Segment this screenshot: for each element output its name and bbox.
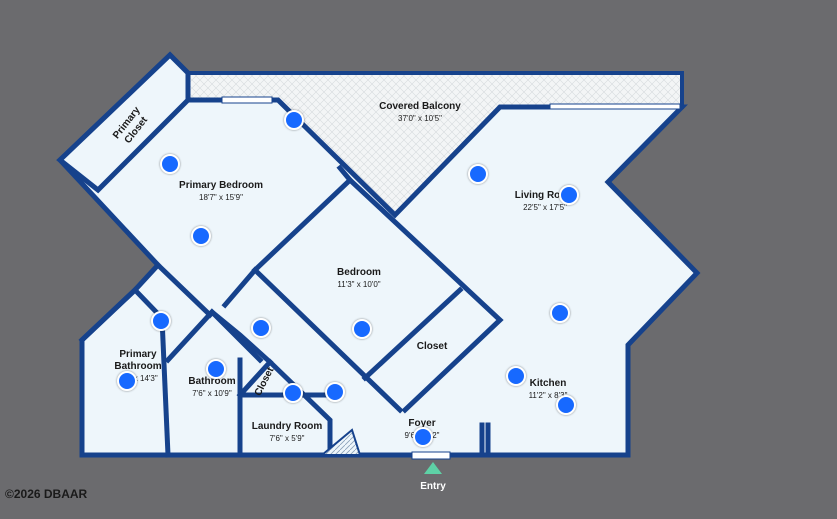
primary-closet-walls [56,51,191,194]
hotspot-primary-bedroom-2[interactable] [191,226,211,246]
hotspot-bedroom[interactable] [352,319,372,339]
hotspot-primary-bath-1[interactable] [151,311,171,331]
hotspot-primary-bath-2[interactable] [117,371,137,391]
entry-arrow-icon [424,462,442,474]
hotspot-laundry[interactable] [325,382,345,402]
hotspot-bathroom[interactable] [206,359,226,379]
hotspot-foyer[interactable] [413,427,433,447]
hotspot-living-room-2[interactable] [559,185,579,205]
hotspot-kitchen-2[interactable] [556,395,576,415]
hotspot-closet-hall[interactable] [283,383,303,403]
hotspot-hall[interactable] [251,318,271,338]
hotspot-balcony[interactable] [284,110,304,130]
hotspot-primary-bedroom-1[interactable] [160,154,180,174]
hotspot-kitchen-1[interactable] [506,366,526,386]
hotspot-living-room-1[interactable] [468,164,488,184]
copyright-text: ©2026 DBAAR [5,487,88,501]
label-closet-bedroom: Closet [416,341,448,352]
hotspot-living-room-3[interactable] [550,303,570,323]
entry-label: Entry [420,481,446,492]
windows [221,96,681,460]
stairs [319,428,362,456]
